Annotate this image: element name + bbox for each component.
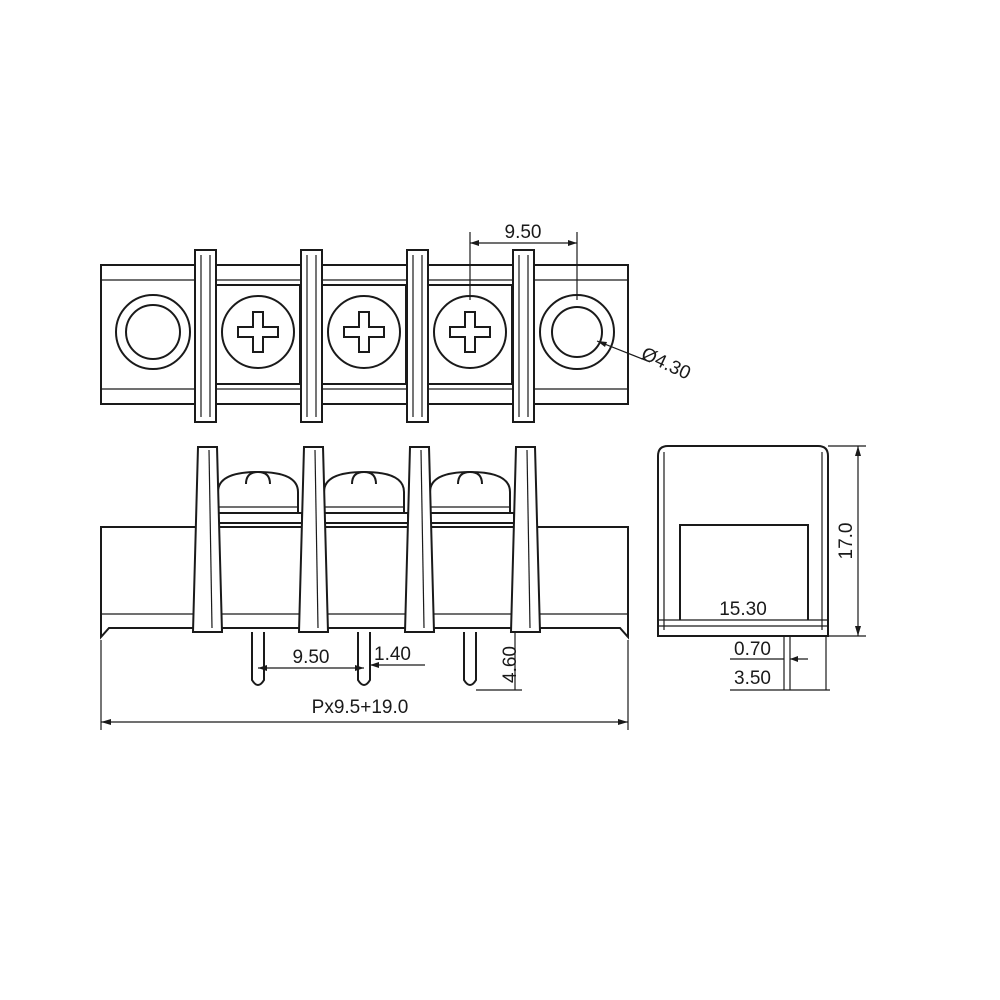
bottom-pitch-label: 9.50 — [293, 647, 330, 668]
screw-head-2 — [327, 295, 401, 369]
hole-diameter-label: Ø4.30 — [638, 343, 694, 384]
front-barrier-4 — [509, 446, 542, 633]
screw-side-1 — [213, 470, 303, 524]
pin-protrusion-dimension: 3.50 — [730, 636, 830, 691]
height-label: 17.0 — [836, 523, 857, 560]
pin-offset-dimension: 0.70 — [730, 639, 808, 662]
pin-width-label: 1.40 — [374, 644, 411, 665]
pin-offset-label: 0.70 — [734, 639, 771, 660]
mounting-hole-right — [539, 294, 615, 370]
front-view: 9.50 1.40 4.60 Px9.5+19.0 — [100, 446, 629, 730]
side-view: 15.30 17.0 0.70 3.50 — [657, 445, 866, 691]
barrier-1 — [194, 249, 217, 423]
top-view: 9.50 Ø4.30 — [100, 222, 694, 423]
pin-width-dimension: 1.40 — [370, 644, 425, 668]
barrier-2 — [300, 249, 323, 423]
screw-housing-2 — [321, 284, 407, 385]
barrier-3 — [406, 249, 429, 423]
pin-length-dimension: 4.60 — [476, 632, 522, 691]
height-dimension: 17.0 — [828, 445, 866, 637]
screw-side-3 — [425, 470, 515, 524]
total-length-dimension: Px9.5+19.0 — [100, 640, 629, 730]
bottom-pitch-dimension: 9.50 — [258, 647, 364, 671]
screw-head-1 — [221, 295, 295, 369]
front-barrier-3 — [403, 446, 436, 633]
top-pitch-label: 9.50 — [505, 222, 542, 243]
screw-side-2 — [319, 470, 409, 524]
barrier-4 — [512, 249, 535, 423]
pins — [251, 632, 477, 686]
pin-protrusion-label: 3.50 — [734, 668, 771, 689]
top-pitch-dimension: 9.50 — [469, 222, 578, 300]
total-length-label: Px9.5+19.0 — [312, 697, 409, 718]
screw-housing-1 — [215, 284, 301, 385]
front-barrier-1 — [191, 446, 224, 633]
depth-label: 15.30 — [719, 599, 767, 620]
mounting-hole-left — [115, 294, 191, 370]
pin-length-label: 4.60 — [500, 646, 521, 683]
front-barrier-2 — [297, 446, 330, 633]
